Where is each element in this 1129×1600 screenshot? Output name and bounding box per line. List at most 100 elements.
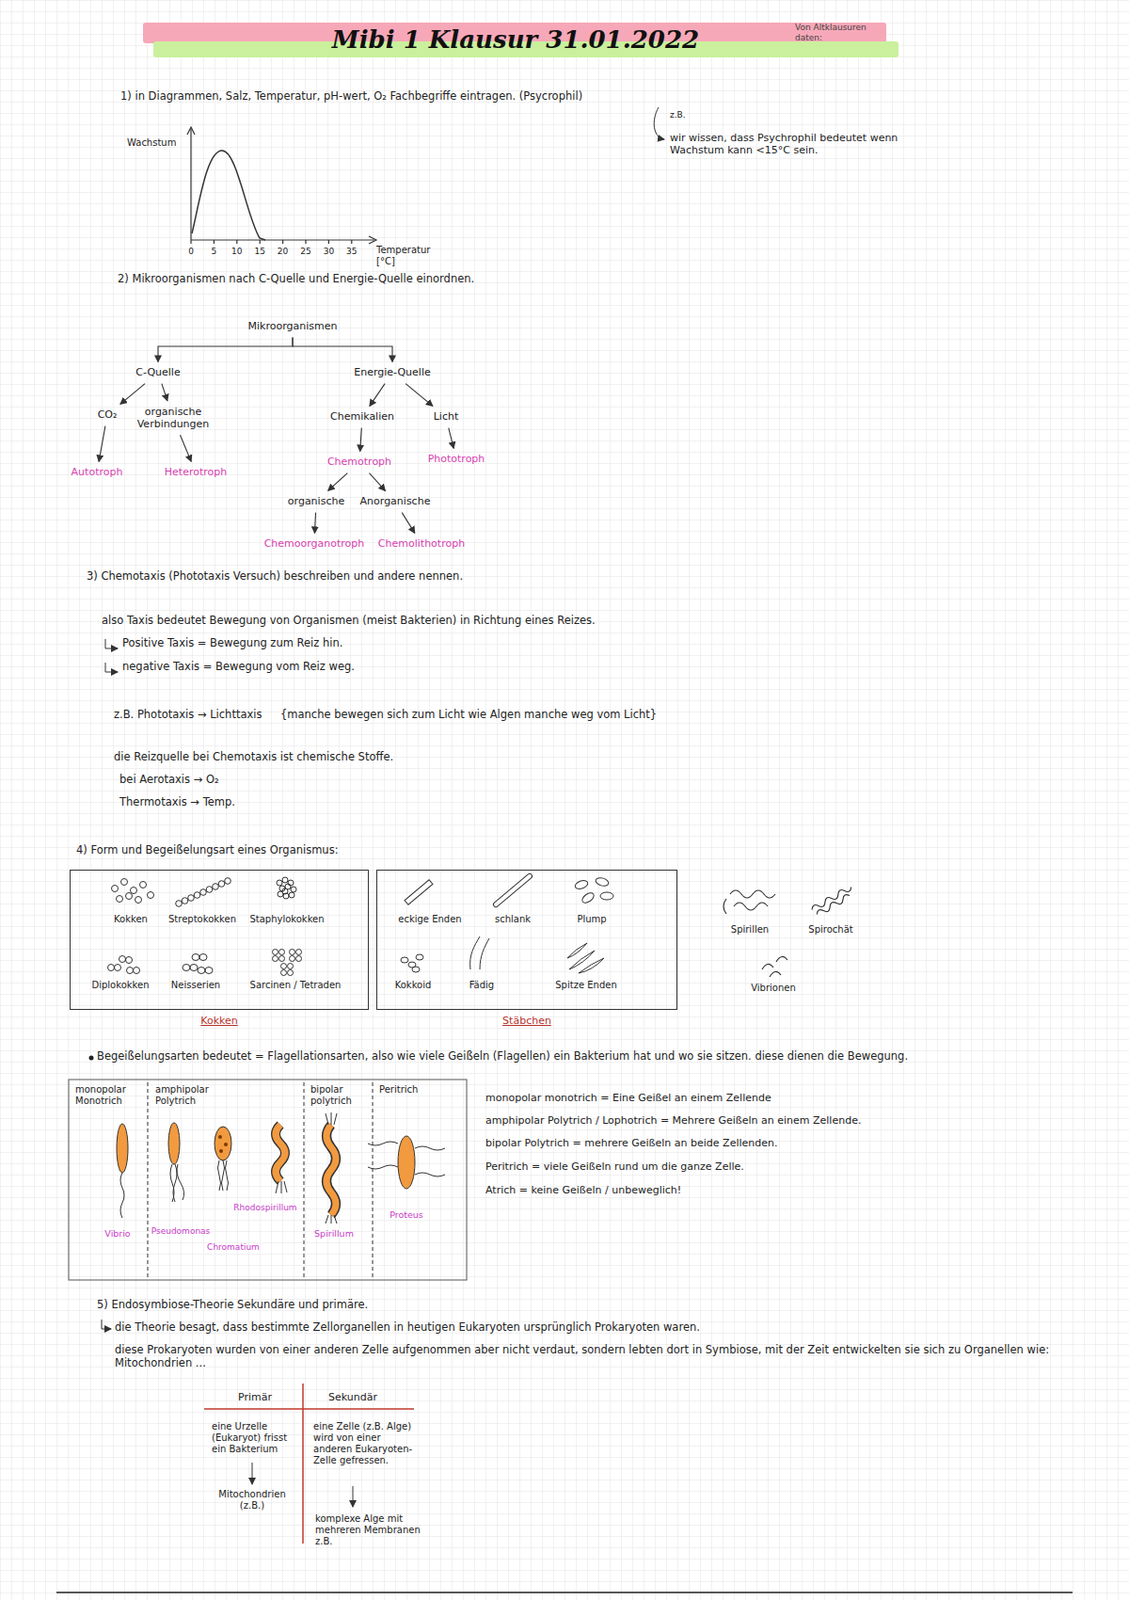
tree-arrow: [360, 428, 363, 452]
axis-tick: 5: [211, 246, 218, 257]
species-name: Spirillum: [314, 1227, 354, 1239]
tree-term: organische: [285, 492, 348, 509]
tree-arrow: [158, 337, 293, 363]
column-header: Peritrich: [379, 1083, 418, 1096]
species-name: Pseudomonas: [151, 1225, 211, 1237]
task-text: 1) in Diagrammen, Salz, Temperatur, pH-w…: [120, 90, 583, 104]
tree-arrow: [120, 383, 145, 405]
shape-name: Spitze Enden: [555, 979, 617, 991]
tree-term: Chemikalien: [327, 408, 398, 425]
shape-name: Spirillen: [731, 923, 769, 936]
shape-name: schlank: [494, 913, 531, 925]
table-cell: eine Urzelle (Eukaryot) frisst ein Bakte…: [211, 1420, 297, 1455]
tree-arrow: [328, 473, 349, 492]
tree-arrow: [292, 337, 393, 363]
table-header: Primär: [238, 1390, 272, 1403]
shape-name: Kokkoid: [395, 979, 432, 991]
tree-arrow: [401, 512, 415, 534]
note-text: {manche bewegen sich zum Licht wie Algen…: [280, 708, 657, 722]
note-text: negative Taxis = Bewegung vom Reiz weg.: [122, 660, 355, 674]
term-text: Anorganische: [360, 494, 431, 508]
term-text: Chemotroph: [327, 455, 392, 468]
table-header: Sekundär: [328, 1390, 378, 1403]
term-text: Licht: [433, 410, 460, 423]
axis-tick: 35: [346, 246, 357, 257]
shape-name: eckige Enden: [397, 913, 462, 925]
shape-name: Kokken: [113, 913, 148, 925]
leader-arrow: [653, 107, 665, 140]
species-name: Proteus: [389, 1208, 424, 1220]
note-text: Positive Taxis = Bewegung zum Reiz hin.: [122, 636, 343, 651]
species-name: Vibrio: [104, 1227, 130, 1239]
tree-term: Mikroorganismen: [245, 318, 341, 334]
term-text: Chemikalien: [330, 410, 395, 423]
table-cell: Mitochondrien (z.B.): [214, 1488, 290, 1511]
tree-arrow: [98, 426, 106, 462]
tree-term: organische Verbindungen: [133, 403, 213, 432]
shape-name: Neisserien: [171, 979, 221, 991]
shape-group-box: Stäbchen: [376, 869, 678, 1010]
corner-note: Von Altklausuren daten:: [795, 22, 890, 44]
task-text: 4) Form und Begeißelungsart eines Organi…: [76, 843, 339, 858]
tree-term: Heterotroph: [161, 463, 230, 480]
tree-arrow: [369, 383, 385, 407]
definition-text: Peritrich = viele Geißeln rund um die ga…: [485, 1160, 745, 1173]
shape-name: Vibrionen: [750, 982, 796, 994]
tree-term: Licht: [430, 408, 462, 425]
tree-term: Chemolithotroph: [375, 535, 468, 552]
term-text: Chemolithotroph: [378, 537, 465, 550]
note-text: wir wissen, dass Psychrophil bedeutet we…: [669, 131, 906, 157]
definition-text: bipolar Polytrich = mehrere Geißeln an b…: [485, 1136, 778, 1149]
tree-arrow: [161, 383, 168, 401]
shape-group-box: Kokken: [69, 869, 369, 1010]
definition-text: amphipolar Polytrich / Lophotrich = Mehr…: [485, 1113, 861, 1127]
axis-title: Wachstum: [127, 137, 176, 149]
term-text: Mikroorganismen: [248, 319, 338, 333]
axis-tick: 25: [300, 246, 311, 257]
shape-name: Spirochät: [808, 923, 853, 936]
term-text: organische Verbindungen: [136, 405, 210, 430]
growth-chart: [187, 127, 377, 244]
tree-term: Phototroph: [425, 450, 489, 467]
task-text: 2) Mikroorganismen nach C-Quelle und Ene…: [117, 272, 475, 287]
shape-name: Sarcinen / Tetraden: [250, 979, 342, 991]
definition-text: Atrich = keine Geißeln / unbeweglich!: [485, 1183, 682, 1196]
tree-term: Chemotroph: [324, 453, 395, 470]
note-text: z.B.: [669, 110, 686, 121]
definition-text: monopolar monotrich = Eine Geißel an ein…: [485, 1091, 772, 1104]
shape-name: Staphylokokken: [249, 913, 324, 925]
bullet-dot: [89, 1055, 95, 1061]
box-caption: Kokken: [200, 1014, 238, 1027]
task-text: 3) Chemotaxis (Phototaxis Versuch) besch…: [86, 570, 463, 584]
column-header: monopolar Monotrich: [75, 1083, 132, 1107]
tree-term: Energie-Quelle: [350, 364, 433, 381]
term-text: CO₂: [97, 408, 118, 421]
tree-term: Anorganische: [357, 492, 434, 509]
spiral-drawings: [723, 884, 853, 977]
species-name: Rhodospirillum: [233, 1202, 297, 1213]
term-text: Chemoorganotroph: [264, 537, 366, 550]
tree-term: CO₂: [95, 406, 121, 423]
note-text: z.B. Phototaxis → Lichttaxis: [113, 708, 262, 722]
cocci-drawings: [108, 876, 303, 976]
table-cell: komplexe Alge mit mehreren Membranen z.B…: [315, 1512, 429, 1547]
tree-term: Autotroph: [68, 463, 127, 480]
note-text: die Reizquelle bei Chemotaxis ist chemis…: [113, 750, 394, 764]
tree-arrow: [369, 473, 386, 492]
column-header: bipolar polytrich: [310, 1083, 363, 1107]
shape-name: Plump: [576, 913, 606, 925]
flagella-panel: [68, 1079, 467, 1280]
page-rule: [56, 1590, 1073, 1593]
note-text: Thermotaxis → Temp.: [119, 795, 236, 810]
axis-tick: 20: [277, 246, 288, 257]
tree-arrow: [315, 512, 317, 534]
tree-arrow: [448, 428, 454, 449]
axis-tick: 0: [188, 246, 194, 257]
term-text: organische: [287, 494, 345, 508]
note-text: Begeißelungsarten bedeutet = Flagellatio…: [96, 1049, 1114, 1064]
axis-tick: 10: [231, 246, 242, 257]
shape-name: Streptokokken: [168, 913, 237, 925]
tree-arrow: [405, 383, 433, 407]
note-text: diese Prokaryoten wurden von einer ander…: [114, 1343, 1103, 1370]
